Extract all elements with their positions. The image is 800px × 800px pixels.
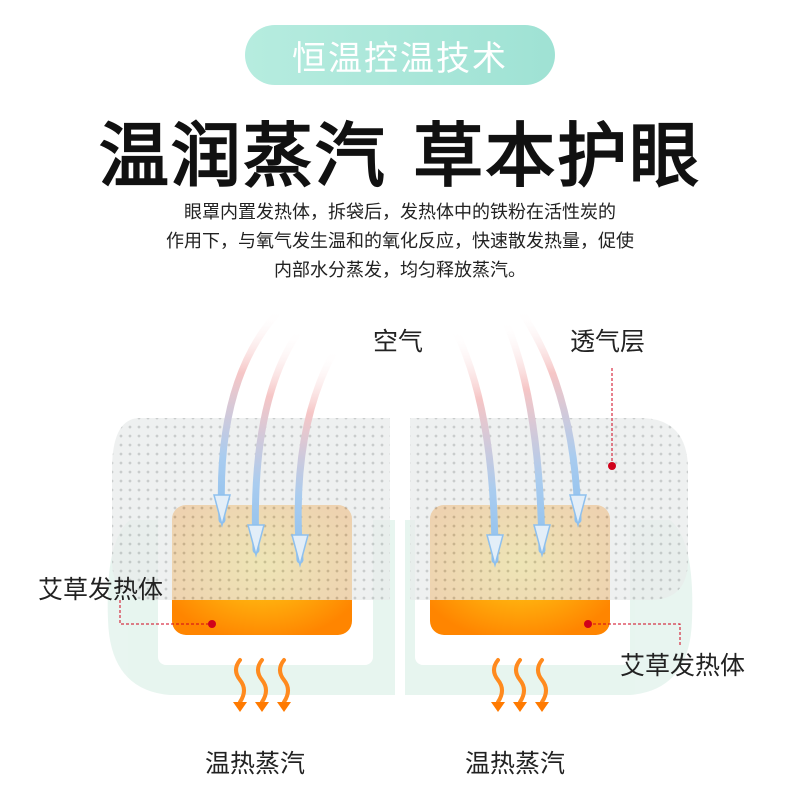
air-arrows: [217, 306, 582, 564]
description: 眼罩内置发热体，拆袋后，发热体中的铁粉在活性炭的 作用下，与氧气发生温和的氧化反…: [100, 198, 700, 285]
breathable-layer: [112, 418, 688, 600]
callout-lines: [119, 368, 681, 645]
description-line: 内部水分蒸发，均匀释放蒸汽。: [274, 260, 526, 281]
steam-icons: [234, 658, 548, 704]
label-air: 空气: [373, 327, 424, 356]
description-line: 眼罩内置发热体，拆袋后，发热体中的铁粉在活性炭的: [184, 202, 616, 223]
label-heater-left: 艾草发热体: [38, 575, 164, 604]
label-steam-left: 温热蒸汽: [205, 749, 306, 778]
steam-arrowheads: [233, 702, 549, 712]
callout-markers: [208, 462, 616, 628]
label-heater-right: 艾草发热体: [620, 651, 746, 680]
label-steam-right: 温热蒸汽: [465, 749, 566, 778]
arrow-heads: [213, 494, 587, 568]
technology-badge: 恒温控温技术: [245, 25, 555, 85]
label-breathable-layer: 透气层: [570, 327, 646, 356]
page-title: 温润蒸汽 草本护眼: [98, 115, 702, 197]
description-line: 作用下，与氧气发生温和的氧化反应，快速散发热量，促使: [166, 231, 634, 252]
